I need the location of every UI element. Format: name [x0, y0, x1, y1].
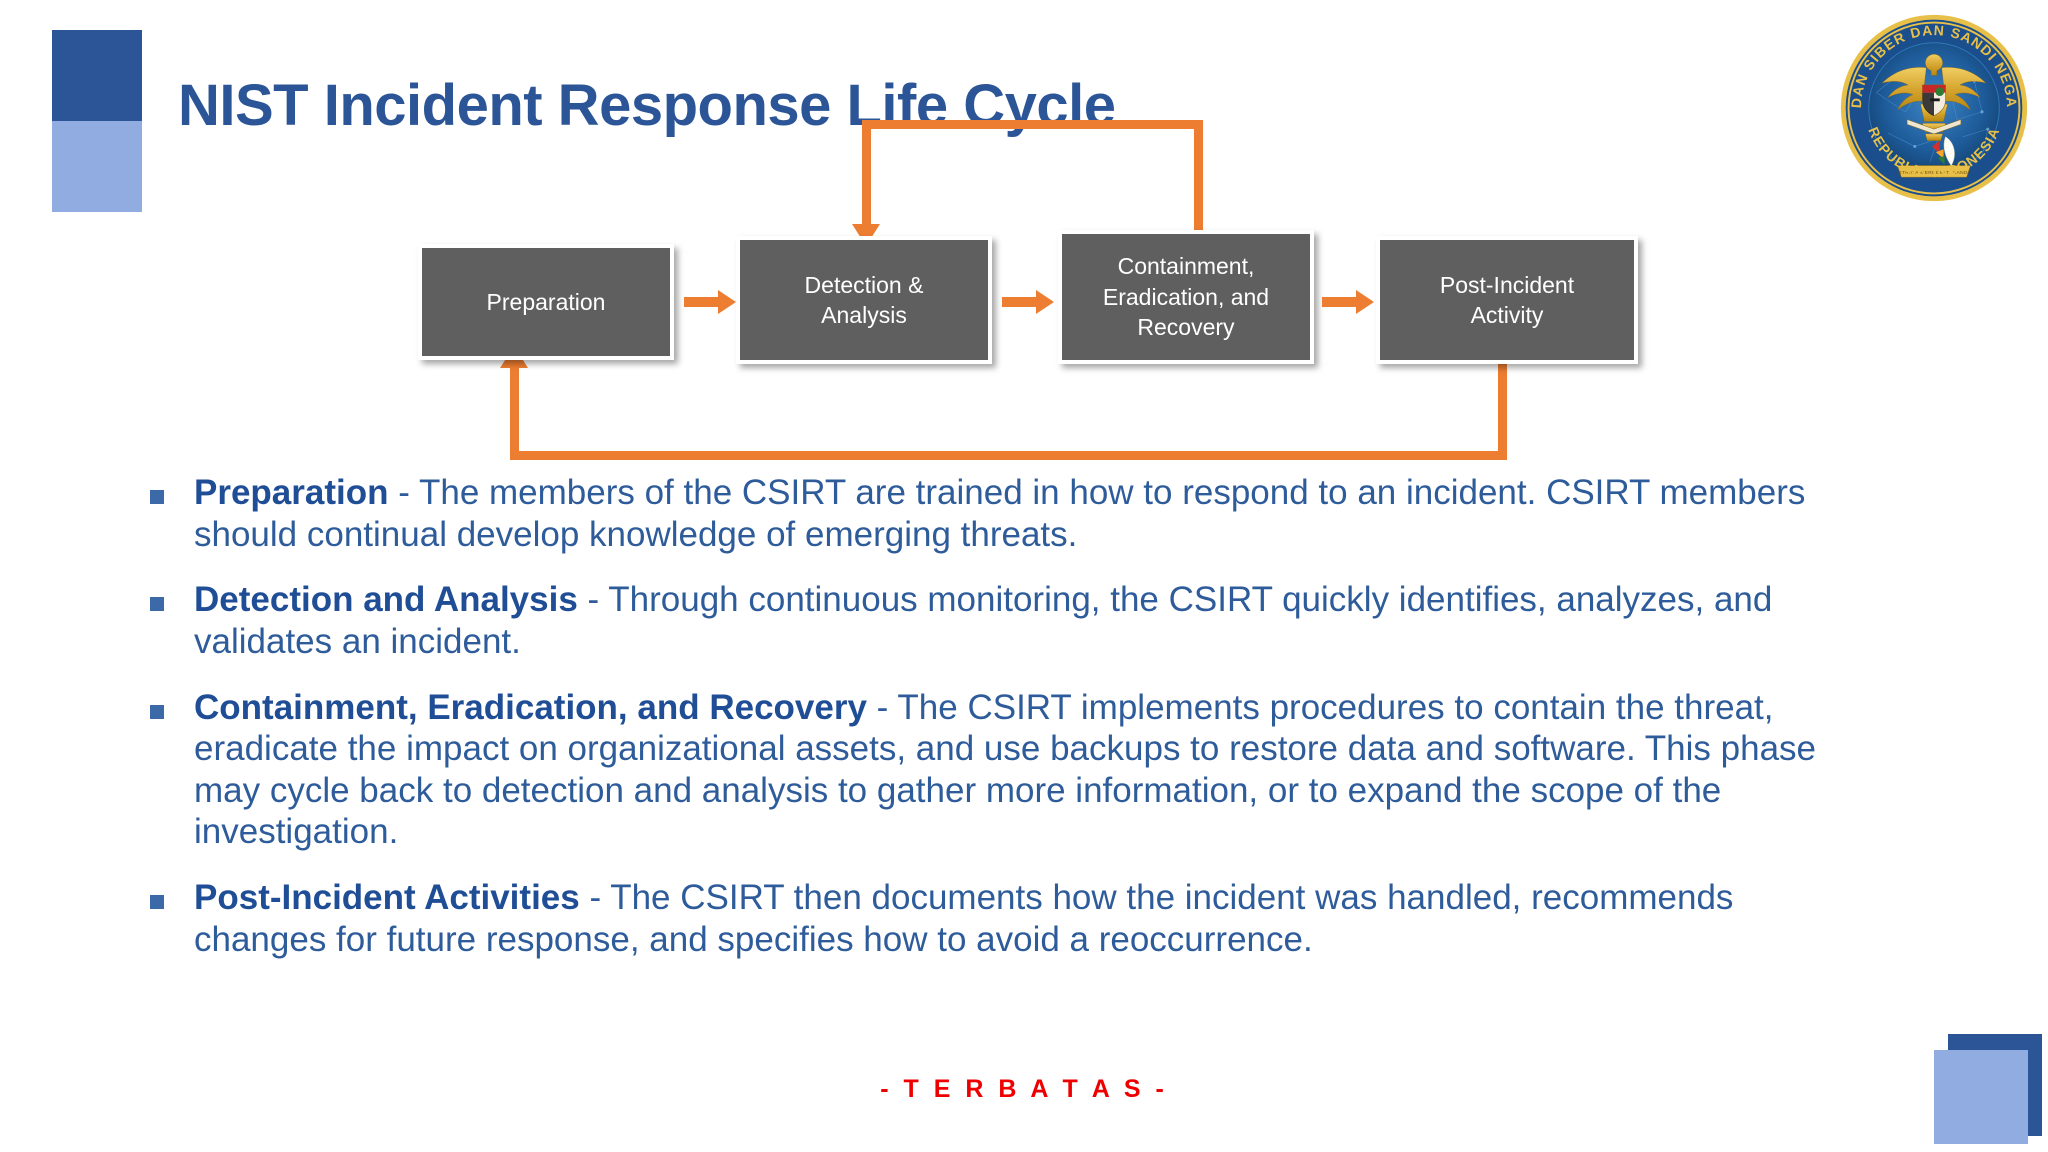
list-item: Preparation - The members of the CSIRT a…	[150, 472, 1850, 555]
feedback-loop-bottom-vertical-left	[510, 364, 519, 460]
logo-ribbon-text: STRATA MERDEKATI SANDI	[1898, 170, 1969, 176]
bullet-square-icon	[150, 704, 164, 719]
bullet-list: Preparation - The members of the CSIRT a…	[150, 472, 1850, 984]
bssn-logo-svg: STRATA MERDEKATI SANDI BADAN SIBER DAN S…	[1832, 0, 2028, 202]
diagram-box-containment-label: Containment, Eradication, and Recovery	[1102, 253, 1270, 341]
bullet-text: Preparation - The members of the CSIRT a…	[194, 472, 1850, 555]
decorative-bottom-right	[1900, 1010, 2048, 1152]
classification-footer: - T E R B A T A S -	[880, 1075, 1168, 1103]
decorative-bar-dark-segment	[52, 30, 142, 121]
bullet-lead: Preparation	[194, 473, 389, 512]
feedback-loop-bottom-vertical-right	[1498, 364, 1507, 460]
decorative-left-bar	[52, 30, 142, 212]
feedback-loop-top-vertical-left	[862, 120, 871, 230]
bullet-lead: Containment, Eradication, and Recovery	[194, 687, 867, 727]
bullet-body: - The members of the CSIRT are trained i…	[194, 473, 1806, 554]
bullet-body: - The CSIRT implements procedures to con…	[194, 687, 1816, 852]
bullet-square-icon	[150, 895, 164, 910]
bullet-lead: Post-Incident Activities	[194, 878, 580, 918]
arrow-preparation-to-detection-icon	[684, 290, 736, 314]
feedback-loop-bottom-horizontal	[510, 451, 1507, 460]
list-item: Containment, Eradication, and Recovery -…	[150, 687, 1850, 854]
bullet-body: - The CSIRT then documents how the incid…	[194, 878, 1734, 959]
bullet-lead: Detection and Analysis	[194, 580, 578, 620]
bullet-text: Containment, Eradication, and Recovery -…	[194, 687, 1850, 854]
decorative-square-light	[1934, 1050, 2028, 1144]
feedback-loop-top-vertical-right	[1194, 120, 1203, 232]
diagram-box-detection-analysis-label: Detection & Analysis	[804, 271, 924, 328]
bssn-logo: STRATA MERDEKATI SANDI BADAN SIBER DAN S…	[1832, 0, 2030, 204]
list-item: Detection and Analysis - Through continu…	[150, 579, 1850, 662]
list-item: Post-Incident Activities - The CSIRT the…	[150, 877, 1850, 960]
bullet-body: - Through continuous monitoring, the CSI…	[194, 580, 1773, 661]
bullet-text: Post-Incident Activities - The CSIRT the…	[194, 877, 1850, 960]
diagram-box-detection-analysis[interactable]: Detection & Analysis	[736, 236, 992, 364]
bullet-square-icon	[150, 597, 164, 612]
diagram-box-post-incident-activity[interactable]: Post-Incident Activity	[1376, 236, 1638, 364]
bullet-text: Detection and Analysis - Through continu…	[194, 579, 1850, 662]
diagram-box-containment-eradication-recovery[interactable]: Containment, Eradication, and Recovery	[1058, 230, 1314, 364]
bullet-square-icon	[150, 490, 164, 504]
nist-lifecycle-diagram: Preparation Detection & Analysis Contain…	[0, 120, 2048, 480]
feedback-loop-top-horizontal	[862, 120, 1203, 129]
diagram-box-preparation-label: Preparation	[486, 288, 606, 315]
diagram-box-post-incident-label: Post-Incident Activity	[1439, 271, 1575, 328]
diagram-box-preparation[interactable]: Preparation	[418, 244, 674, 360]
arrow-detection-to-containment-icon	[1002, 290, 1054, 314]
arrow-containment-to-postincident-icon	[1322, 290, 1374, 314]
decorative-bar-light-segment	[52, 121, 142, 212]
